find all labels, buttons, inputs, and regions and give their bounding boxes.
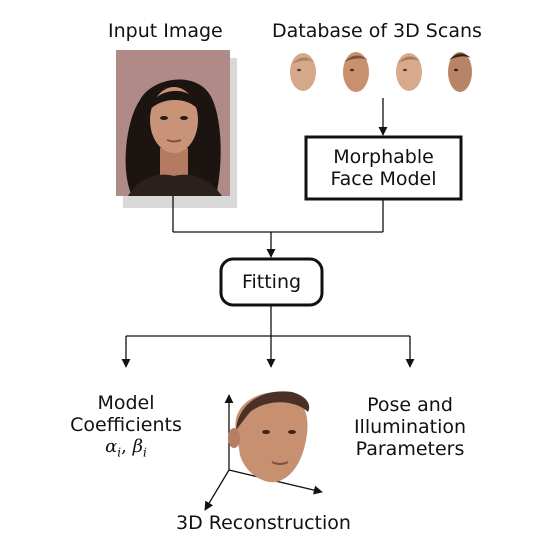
input-image-label: Input Image — [108, 20, 223, 42]
pose-line-1: Pose and — [367, 394, 453, 416]
scan-face-2 — [343, 52, 369, 92]
database-label: Database of 3D Scans — [272, 20, 482, 42]
symbol-comma: , — [121, 436, 133, 457]
alpha-subscript: i — [117, 445, 122, 460]
coefficients-line-1: Model — [97, 392, 155, 414]
beta-symbol: β — [132, 436, 143, 457]
scan-face-4 — [448, 52, 472, 92]
axis-depth — [204, 469, 230, 511]
pose-line-2: Illumination — [353, 416, 467, 438]
scan-face-3 — [396, 53, 422, 91]
coefficients-symbols: αi, βi — [60, 436, 192, 464]
coefficients-label: Model Coefficients αi, βi — [60, 392, 192, 464]
reconstruction-face — [228, 391, 310, 483]
morphable-line-1: Morphable — [333, 146, 434, 168]
alpha-symbol: α — [105, 436, 118, 457]
scan-face-1 — [290, 53, 316, 91]
input-photo — [116, 50, 230, 196]
morphable-line-2: Face Model — [330, 168, 437, 190]
pose-illumination-label: Pose and Illumination Parameters — [342, 394, 478, 460]
reconstruction-label: 3D Reconstruction — [176, 512, 351, 534]
morphable-model-box — [304, 135, 463, 201]
fitting-label: Fitting — [241, 271, 302, 293]
pose-line-3: Parameters — [355, 438, 465, 460]
morphable-model-label: Morphable Face Model — [306, 146, 461, 190]
beta-subscript: i — [143, 445, 147, 460]
coefficients-line-2: Coefficients — [70, 414, 182, 436]
